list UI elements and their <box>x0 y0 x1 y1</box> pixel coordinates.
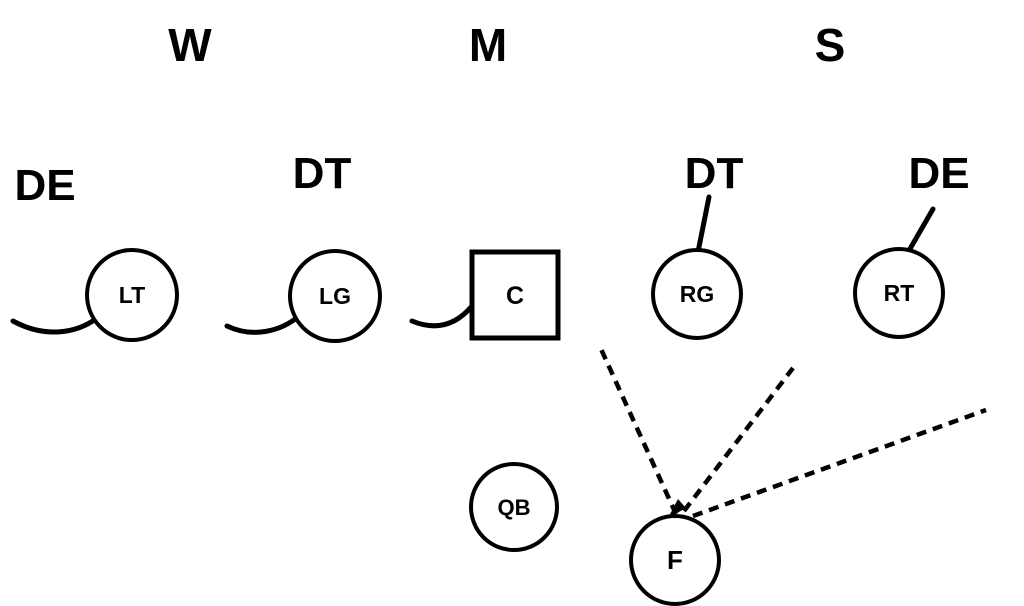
player-label-C: C <box>506 282 524 310</box>
defender-label-DT-right: DT <box>685 149 744 198</box>
player-shape-LT <box>85 248 179 342</box>
player-LG: LG <box>288 249 382 343</box>
player-shape-RG <box>651 248 743 340</box>
player-label-RT: RT <box>884 280 915 306</box>
dashed-route-F-route-left <box>598 348 679 515</box>
blocking-tail-C-tail <box>409 303 475 329</box>
player-label-QB: QB <box>498 495 531 520</box>
dashed-route-F-route-middle <box>682 366 795 513</box>
player-shape-F <box>629 514 721 606</box>
player-shape-RT <box>853 247 945 339</box>
player-RG: RG <box>651 248 743 340</box>
player-label-LG: LG <box>319 283 351 309</box>
defender-label-M: M <box>469 19 507 71</box>
player-QB: QB <box>469 462 559 552</box>
player-RT: RT <box>853 247 945 339</box>
defender-label-DT-left: DT <box>293 149 352 198</box>
assignment-line-RG-to-DT <box>695 194 712 255</box>
dashed-route-F-route-right <box>692 407 987 519</box>
blocking-tail-LG-tail <box>224 313 302 335</box>
blocking-tail-LT-tail <box>10 315 100 335</box>
route-arrowhead-icon <box>668 499 686 518</box>
defender-label-DE-right: DE <box>908 149 969 198</box>
player-label-F: F <box>667 545 683 575</box>
player-LT: LT <box>85 248 179 342</box>
player-shape-QB <box>469 462 559 552</box>
player-label-RG: RG <box>680 281 715 307</box>
player-C: C <box>469 249 561 341</box>
defender-label-S: S <box>815 19 846 71</box>
defender-label-DE-left: DE <box>14 161 75 210</box>
assignment-line-RT-to-DE <box>904 206 936 257</box>
player-F: F <box>629 514 721 606</box>
player-shape-C <box>469 249 561 341</box>
player-label-LT: LT <box>119 282 145 308</box>
defender-label-W: W <box>168 19 212 71</box>
player-shape-LG <box>288 249 382 343</box>
